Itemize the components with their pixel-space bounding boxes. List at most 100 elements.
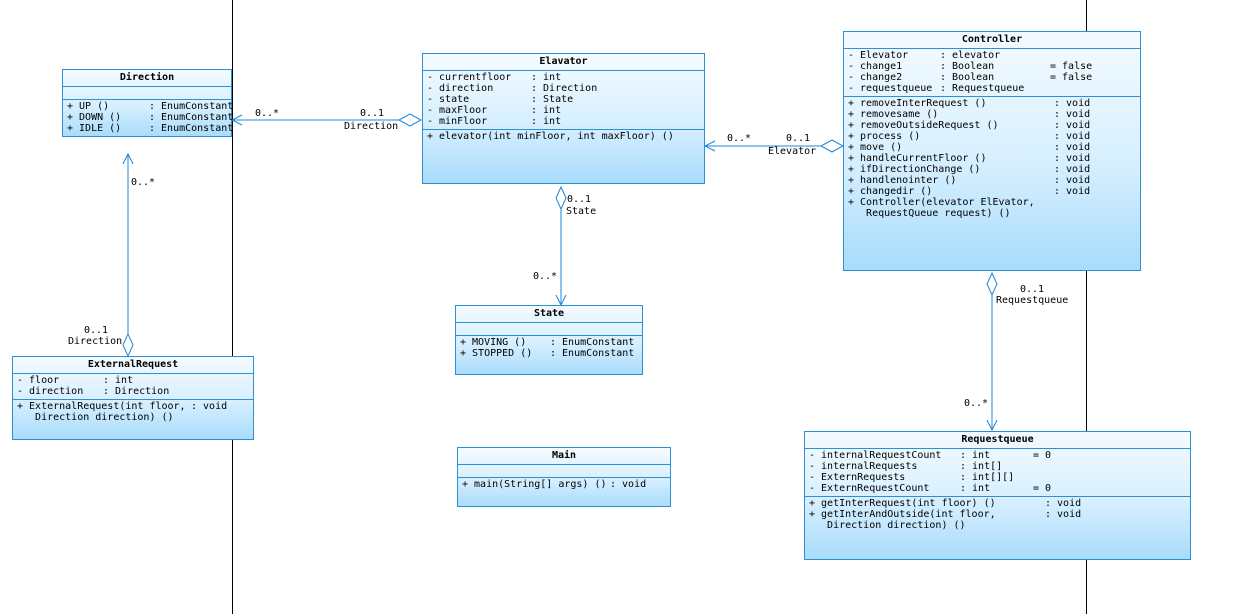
member-type: : void — [1054, 120, 1091, 131]
member-type: : int — [531, 72, 562, 83]
attributes-row: - internalRequests: int[] — [805, 461, 1190, 472]
member-type: : void — [610, 479, 647, 490]
mult-direction-target-2: 0..* — [131, 177, 156, 188]
mult-external-source: 0..1 — [84, 325, 109, 336]
member-type: : int — [960, 483, 991, 494]
member-type: : void — [1054, 98, 1091, 109]
operations-row: RequestQueue request) () — [844, 208, 1140, 219]
member-name: + removeInterRequest () — [848, 98, 987, 109]
class-name: State — [456, 306, 642, 323]
member-type: : void — [1045, 498, 1082, 509]
attributes-row: - Elevator: elevator — [844, 50, 1140, 61]
class-name: Controller — [844, 32, 1140, 49]
class-name: Main — [458, 448, 670, 465]
member-name: + MOVING () — [460, 337, 527, 348]
attributes-compartment — [458, 465, 670, 478]
attributes-row: - maxFloor: int — [423, 105, 704, 116]
attributes-row: - minFloor: int — [423, 116, 704, 127]
operations-compartment: + UP (): EnumConstant+ DOWN () : EnumCons… — [63, 100, 234, 136]
member-name: - change1 — [848, 61, 903, 72]
member-name: + process () — [848, 131, 921, 142]
mult-elevator-target: 0..* — [727, 133, 752, 144]
operations-row: + getInterAndOutside(int floor, : void — [805, 509, 1190, 520]
class-main[interactable]: Main + main(String[] args) (): void — [457, 447, 671, 507]
member-name: - internalRequestCount — [809, 450, 942, 461]
member-name: - direction — [427, 83, 494, 94]
member-name: + STOPPED () — [460, 348, 533, 359]
member-name: + Controller(elevator ElEvator, — [848, 197, 1035, 208]
member-name: + main(String[] args) () — [462, 479, 607, 490]
operations-compartment: + ExternalRequest(int floor,: void Direc… — [13, 400, 253, 425]
operations-row: Direction direction) () — [13, 412, 253, 423]
attributes-row: - state: State — [423, 94, 704, 105]
operations-row: + DOWN () : EnumConstant — [63, 112, 234, 123]
member-type: : void — [1045, 509, 1082, 520]
operations-compartment: + elevator(int minFloor, int maxFloor) (… — [423, 130, 704, 144]
member-type: : EnumConstant — [149, 123, 234, 134]
lifeline-right — [1086, 0, 1087, 614]
mult-controller-source: 0..1 — [786, 133, 811, 144]
attributes-row: - ExternRequestCount : int = 0 — [805, 483, 1190, 494]
member-type: : void — [1054, 164, 1091, 175]
member-name: - requestqueue — [848, 83, 933, 94]
member-type: : EnumConstant — [550, 348, 635, 359]
attributes-row: - change1: Boolean= false — [844, 61, 1140, 72]
member-name: - internalRequests — [809, 461, 918, 472]
class-requestqueue[interactable]: Requestqueue- internalRequestCount: int=… — [804, 431, 1191, 560]
member-type: : Requestqueue — [940, 83, 1025, 94]
diamond-controller-rq — [986, 271, 998, 297]
member-name: - minFloor — [427, 116, 488, 127]
mult-state-target: 0..* — [533, 271, 558, 282]
member-name: + getInterAndOutside(int floor, — [809, 509, 996, 520]
class-state[interactable]: State+ MOVING (): EnumConstant+ STOPPED … — [455, 305, 643, 375]
member-type: : void — [191, 401, 228, 412]
mult-requestqueue-target: 0..* — [964, 398, 989, 409]
class-name: Direction — [63, 70, 231, 87]
role-state: State — [566, 206, 597, 217]
role-elevator: Elevator — [768, 146, 817, 157]
member-name: RequestQueue request) () — [848, 208, 1011, 219]
class-direction[interactable]: Direction + UP (): EnumConstant+ DOWN ():… — [62, 69, 234, 137]
operations-row: + handleCurrentFloor (): void — [844, 153, 1140, 164]
member-name: + getInterRequest(int floor) () — [809, 498, 996, 509]
member-name: - floor — [17, 375, 60, 386]
attributes-compartment: - currentfloor: int- direction: Directio… — [423, 71, 704, 130]
member-type: : void — [1054, 153, 1091, 164]
class-controller[interactable]: Controller- Elevator: elevator- change1:… — [843, 31, 1141, 271]
member-name: - ExternRequestCount — [809, 483, 930, 494]
class-name: Elavator — [423, 54, 704, 71]
operations-row: + IDLE (): EnumConstant — [63, 123, 234, 134]
member-name: Direction direction) () — [809, 520, 966, 531]
operations-row: + UP (): EnumConstant — [63, 101, 234, 112]
role-requestqueue: Requestqueue — [996, 295, 1069, 306]
mult-controller-rq-source: 0..1 — [1020, 284, 1045, 295]
operations-row: + ifDirectionChange (): void — [844, 164, 1140, 175]
class-external-request[interactable]: ExternalRequest- floor: int- direction: … — [12, 356, 254, 440]
member-type: : int — [531, 105, 562, 116]
member-type: : EnumConstant — [149, 112, 234, 123]
member-name: + DOWN () — [67, 112, 122, 123]
member-type: : int — [960, 450, 991, 461]
member-name: - change2 — [848, 72, 903, 83]
member-name: - currentfloor — [427, 72, 512, 83]
member-name: Direction direction) () — [17, 412, 174, 423]
mult-elevator-source: 0..1 — [360, 108, 385, 119]
operations-row: Direction direction) () — [805, 520, 1190, 531]
member-default: = false — [1050, 72, 1093, 83]
operations-row: + Controller(elevator ElEvator, — [844, 197, 1140, 208]
class-elevator[interactable]: Elavator- currentfloor : int - direction : … — [422, 53, 705, 184]
operations-row: + MOVING (): EnumConstant — [456, 337, 642, 348]
attributes-row: - direction : Direction — [13, 386, 253, 397]
member-name: - direction — [17, 386, 84, 397]
member-name: + move () — [848, 142, 903, 153]
operations-row: + handlenointer (): void — [844, 175, 1140, 186]
diamond-external — [122, 332, 134, 358]
member-type: : EnumConstant — [149, 101, 234, 112]
member-default: = 0 — [1033, 483, 1052, 494]
mult-state-source: 0..1 — [567, 194, 592, 205]
operations-row: + ExternalRequest(int floor,: void — [13, 401, 253, 412]
member-name: + elevator(int minFloor, int maxFloor) (… — [427, 131, 674, 142]
arrowhead-requestqueue — [986, 419, 998, 432]
operations-compartment: + main(String[] args) (): void — [458, 478, 670, 492]
member-type: : Direction — [103, 386, 170, 397]
